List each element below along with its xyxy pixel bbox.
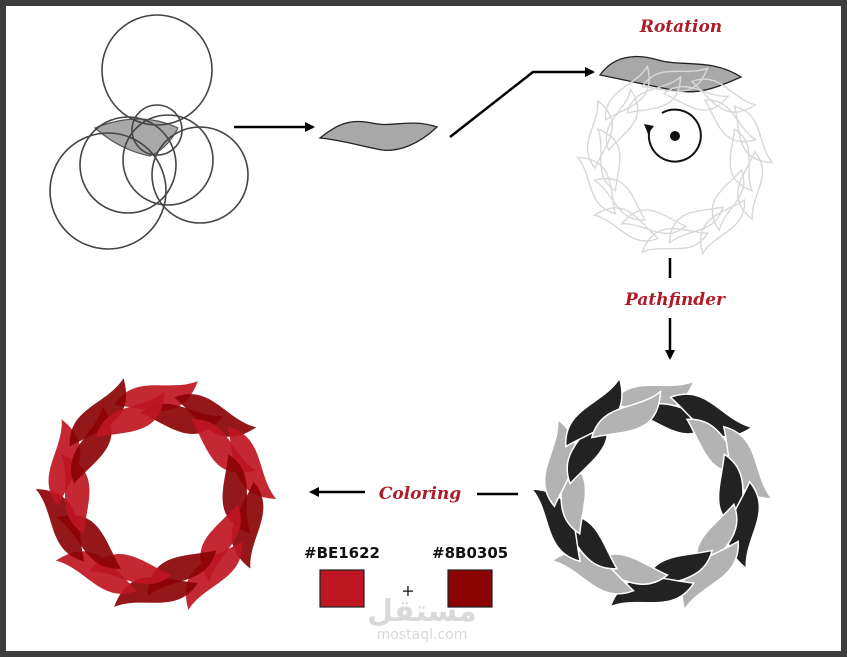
wire-ring-petal [641,66,709,92]
wire-ring-inner-petal [711,168,745,233]
wire-ring-inner-petal [605,87,639,152]
circle-top [101,14,213,126]
wire-ring-petal [586,99,613,170]
red-ring-petal [227,426,277,499]
swatch-dark-red-hex: #8B0305 [432,544,508,562]
circle-center [79,116,177,214]
watermark-latin: mostaql.com [377,627,468,643]
wire-ring-inner-petal [620,209,688,235]
wire-ring-petal [592,207,660,242]
swatch-dark-red-box [447,569,493,608]
plus-sign: + [401,581,414,600]
wire-ring-petal [733,105,774,164]
watermark: مستقل mostaql.com [367,594,477,643]
coloring-label: Coloring [379,484,461,504]
wire-ring-inner-petal [596,127,621,193]
wire-ring-petal [737,150,764,221]
wire-ring-petal [604,64,650,121]
circle-right [151,126,249,224]
wire-ring-petal [641,228,709,254]
red-ring-inner-petal [95,391,165,438]
red-ring-petal [114,381,198,411]
rotation-petal [598,55,743,93]
red-ring-petal [55,551,138,594]
pathfinder-label: Pathfinder [624,290,726,310]
wire-ring-petal [690,78,758,113]
arrow-to-rotation [449,67,595,138]
wire-ring-inner-petal [662,85,730,111]
circle-inner [122,114,214,206]
pathfinder-ring [530,376,774,612]
wire-ring-inner-petal [729,127,754,193]
wire-ring-inner-petal [626,75,682,114]
red-ring-petal [174,394,257,437]
wire-ring-inner-petal [592,177,647,221]
swatch-red-hex: #BE1622 [304,544,380,562]
wire-ring-inner-petal [668,206,724,245]
swatch-dark-red: #8B0305 [432,544,508,608]
swatch-red-box [319,569,365,608]
watermark-arabic: مستقل [367,594,477,629]
wire-ring-petal [576,156,617,215]
rotation-icon [644,108,702,163]
red-ring-petal [69,378,126,447]
red-ring-petal [35,489,85,562]
swatch-red: #BE1622 [304,544,380,608]
construction-circles [49,14,249,250]
circle-left [49,132,167,250]
wireframe-ring [576,64,774,256]
wire-ring-petal [700,199,746,256]
rotation-label: Rotation [639,17,722,37]
wire-ring-inner-petal [703,99,758,143]
colored-ring [35,378,277,610]
petal-shape [318,120,439,151]
red-ring-petal [114,577,198,607]
gray-ring-inner-petal [590,389,662,439]
red-ring-petal [186,541,243,610]
